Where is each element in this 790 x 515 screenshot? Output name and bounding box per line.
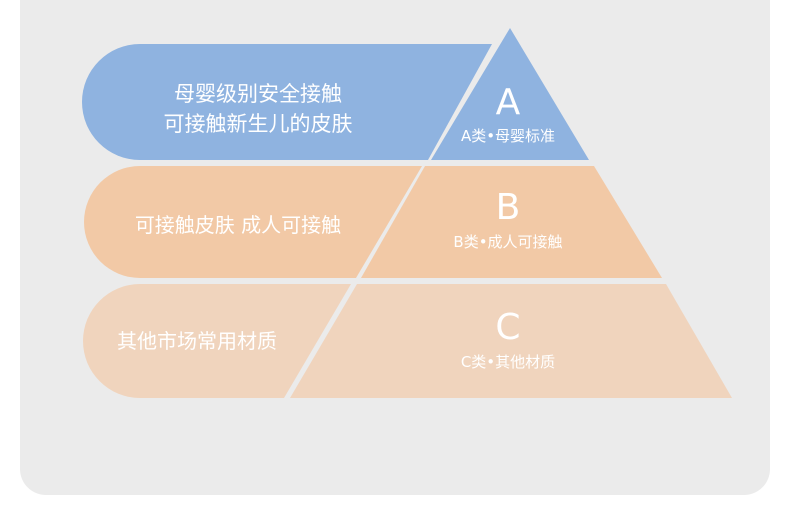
tier-a-pyramid	[431, 28, 589, 160]
tier-c-band-line1: 其他市场常用材质	[117, 329, 277, 353]
tier-a-band-line2: 可接触新生儿的皮肤	[164, 112, 353, 136]
tier-a-band	[82, 44, 492, 160]
tier-b-letter: B	[496, 187, 521, 228]
tier-c-pyramid	[290, 284, 732, 398]
tier-b-pyramid	[361, 166, 662, 278]
tier-c-band	[83, 284, 351, 398]
tier-a-band-line1: 母婴级别安全接触	[174, 82, 342, 106]
tier-c-letter: C	[495, 307, 520, 348]
tier-b-band	[84, 166, 422, 278]
tier-c-caption: C类•其他材质	[461, 353, 555, 371]
tier-b-caption: B类•成人可接触	[453, 233, 562, 251]
tier-b-band-line1: 可接触皮肤 成人可接触	[135, 213, 341, 237]
tier-a-letter: A	[496, 82, 521, 123]
tier-a-caption: A类•母婴标准	[461, 127, 555, 145]
